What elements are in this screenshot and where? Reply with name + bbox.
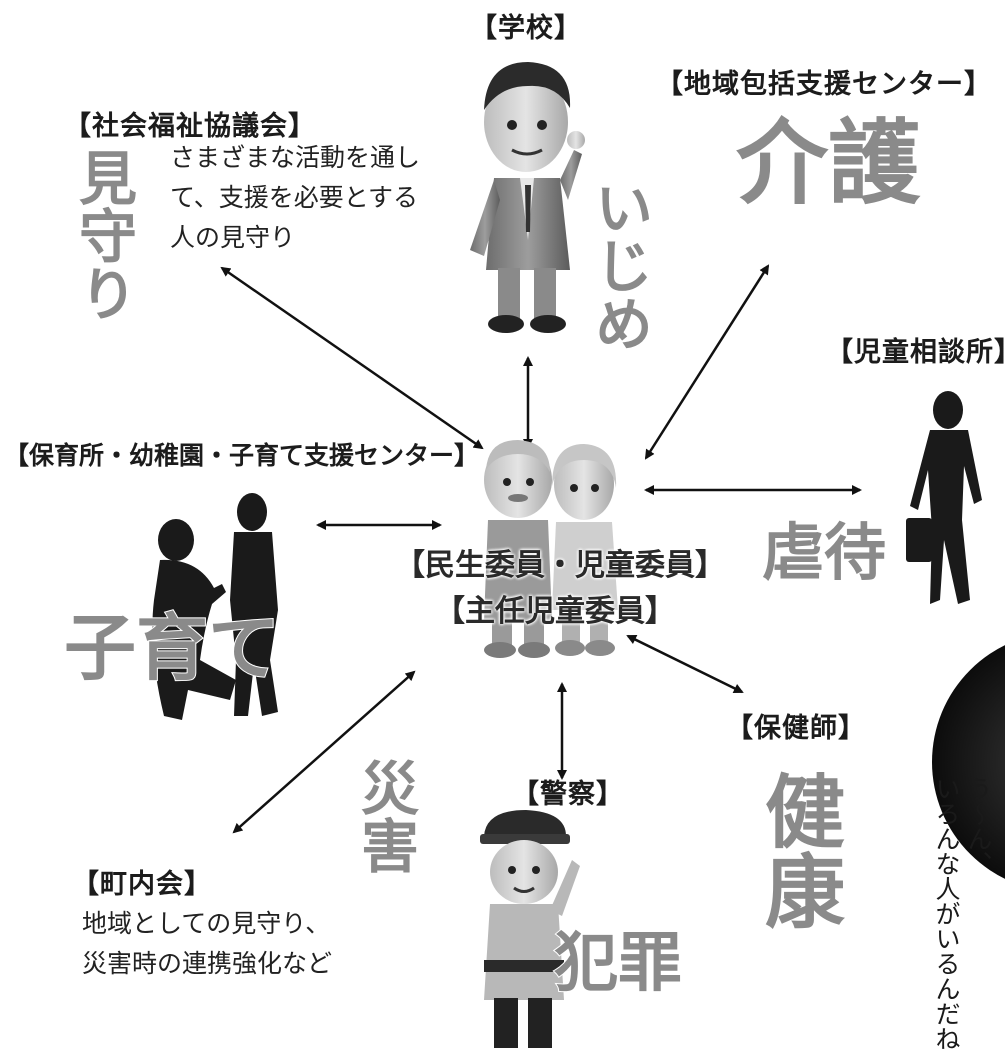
keyword-watching: 見守り (69, 148, 137, 322)
keyword-crime: 犯罪 (553, 927, 683, 1001)
org-public-health-nurse: 【保健師】 (726, 713, 866, 744)
parent-child-silhouette (152, 493, 278, 720)
keyword-child-rearing: 子育て (63, 606, 281, 690)
arrow-welfare (220, 266, 484, 450)
org-school: 【学校】 (470, 13, 582, 44)
org-community-support-center: 【地域包括支援センター】 (656, 69, 992, 100)
keyword-abuse: 虐待 (762, 516, 887, 589)
arrow-health (626, 634, 744, 694)
desc-neighborhood-association: 地域としての見守り、 災害時の連携強化など (82, 904, 332, 984)
org-police: 【警察】 (512, 779, 624, 810)
walking-man-silhouette (906, 391, 982, 604)
org-child-guidance-center: 【児童相談所】 (826, 337, 1005, 368)
desc-welfare-council: さまざまな活動を通し て、支援を必要とする 人の見守り (170, 138, 420, 258)
volunteer-couple-figure (484, 440, 618, 658)
keyword-disaster: 災害 (351, 758, 419, 874)
desc-line: さまざまな活動を通し (170, 143, 421, 172)
speech-line2: いろんな人がいるんだね (932, 776, 961, 1051)
keyword-bullying: いじめ (585, 178, 653, 352)
arrow-community (644, 264, 770, 460)
center-label-line2: 【主任児童委員】 (435, 594, 675, 629)
desc-line: 人の見守り (170, 223, 296, 252)
org-childcare: 【保育所・幼稚園・子育て支援センター】 (4, 441, 480, 470)
arrow-neighborhood (232, 670, 416, 834)
desc-line: 災害時の連携強化など (82, 949, 333, 978)
teacher-figure (470, 62, 585, 333)
desc-line: て、支援を必要とする (170, 183, 419, 212)
keyword-care: 介護 (736, 110, 921, 217)
police-officer-figure (480, 810, 580, 1048)
dark-circle-illustration (932, 645, 1005, 879)
org-neighborhood-association: 【町内会】 (72, 869, 212, 900)
center-label-line1: 【民生委員・児童委員】 (395, 548, 725, 583)
desc-line: 地域としての見守り、 (82, 909, 331, 938)
speech-line1: う〜ん、 (964, 776, 993, 876)
center-label-group: 【民生委員・児童委員】 【主任児童委員】 (395, 540, 725, 630)
org-welfare-council: 【社会福祉協議会】 (64, 111, 316, 142)
keyword-health: 健康 (752, 770, 845, 930)
speech-bubble-text: う〜ん、 いろんな人がいるんだね (930, 776, 994, 1051)
